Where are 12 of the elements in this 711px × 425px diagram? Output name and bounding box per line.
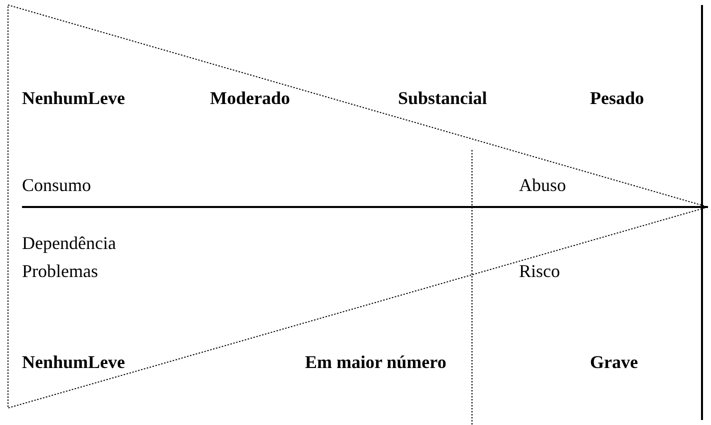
scale-label: Em maior número — [305, 352, 446, 372]
category-label: Abuso — [519, 175, 566, 195]
category-label: Consumo — [22, 175, 92, 195]
category-label: Dependência — [22, 233, 116, 253]
scale-label: Substancial — [398, 88, 488, 108]
scale-label: NenhumLeve — [22, 88, 125, 108]
category-label: Problemas — [22, 261, 98, 281]
scale-label: NenhumLeve — [22, 352, 125, 372]
category-label: Risco — [519, 261, 560, 281]
scale-label: Grave — [590, 352, 638, 372]
scale-label: Pesado — [590, 88, 644, 108]
scale-label: Moderado — [210, 88, 290, 108]
